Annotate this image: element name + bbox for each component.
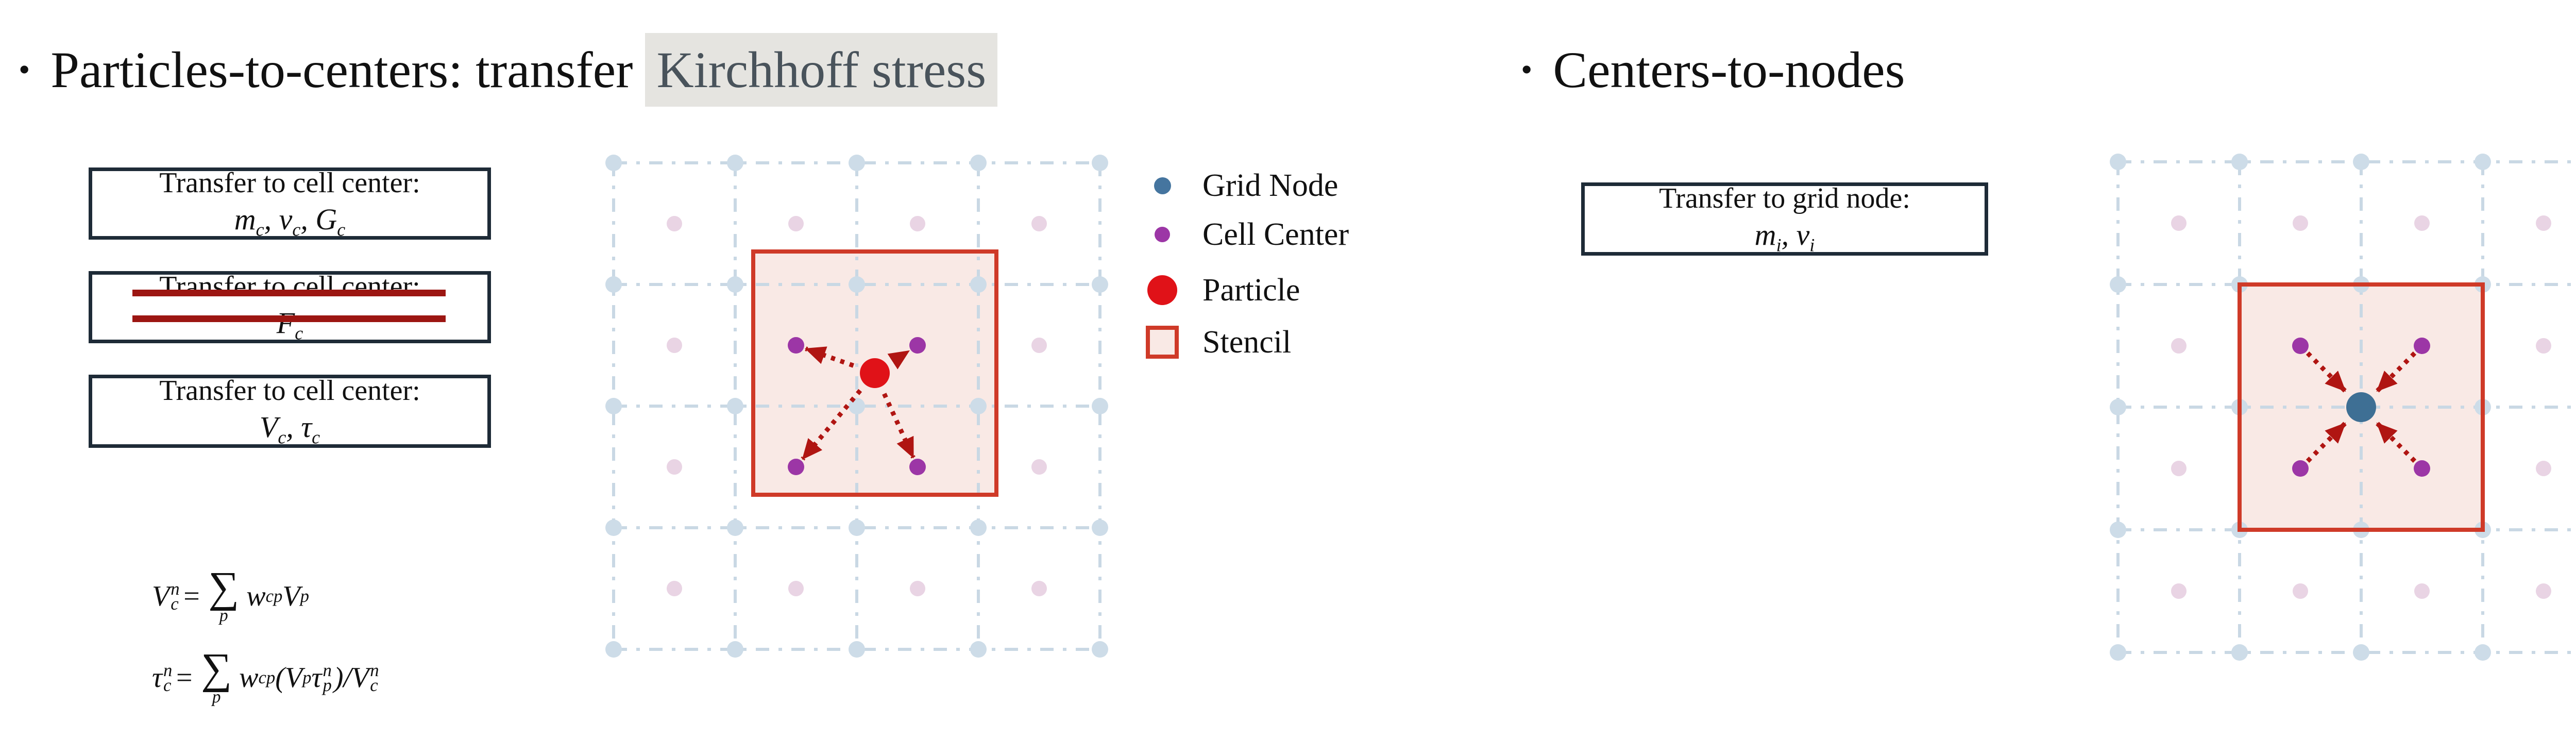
transfer-box-symbols: mc, vc, Gc — [234, 203, 346, 240]
title-text: Particles-to-centers: transfer — [50, 41, 633, 98]
legend-item-cell-center: Cell Center — [1143, 213, 1349, 256]
legend-label: Particle — [1202, 272, 1300, 308]
title-centers-to-nodes: • Centers-to-nodes — [1521, 31, 1905, 108]
transfer-box-symbols: Fc — [276, 306, 303, 344]
strikethrough-line — [132, 315, 446, 322]
figure-particles-to-centers — [605, 155, 1108, 658]
figure-centers-to-nodes — [2110, 154, 2576, 661]
transfer-box-grid-node: Transfer to grid node: mi, vi — [1581, 182, 1988, 256]
transfer-box-heading: Transfer to cell center: — [159, 270, 420, 303]
title-text: Centers-to-nodes — [1553, 41, 1905, 98]
transfer-box-symbols: mi, vi — [1754, 218, 1815, 256]
transfer-box-heading: Transfer to grid node: — [1659, 182, 1910, 214]
strikethrough-line — [132, 290, 446, 296]
transfer-box-heading: Transfer to cell center: — [159, 166, 420, 199]
transfer-box-volume-stress: Transfer to cell center: Vc, τc — [89, 375, 491, 448]
transfer-box-deformation-struck: Transfer to cell center: Fc — [89, 270, 491, 344]
transfer-box-heading: Transfer to cell center: — [159, 374, 420, 407]
stencil-marker-icon — [1146, 326, 1179, 359]
cell-center-marker-icon — [1155, 227, 1170, 242]
legend-left: Grid Node Cell Center Particle Stencil — [1143, 165, 1452, 387]
legend-label: Grid Node — [1202, 167, 1338, 203]
transfer-box-mass-velocity: Transfer to cell center: mc, vc, Gc — [89, 167, 491, 240]
title-highlight-kirchhoff-stress: Kirchhoff stress — [645, 32, 998, 107]
legend-label: Cell Center — [1202, 216, 1349, 252]
legend-item-stencil: Stencil — [1143, 321, 1291, 364]
legend-item-grid-node: Grid Node — [1143, 164, 1338, 207]
title-particles-to-centers: • Particles-to-centers: transfer Kirchho… — [19, 31, 998, 108]
bullet-icon: • — [1521, 51, 1533, 88]
particle-marker-icon — [1147, 275, 1177, 305]
bullet-icon: • — [19, 51, 30, 88]
legend-label: Stencil — [1202, 324, 1292, 360]
transfer-box-symbols: Vc, τc — [259, 410, 320, 448]
legend-item-particle: Particle — [1143, 269, 1300, 312]
grid-node-marker-icon — [1154, 177, 1171, 194]
